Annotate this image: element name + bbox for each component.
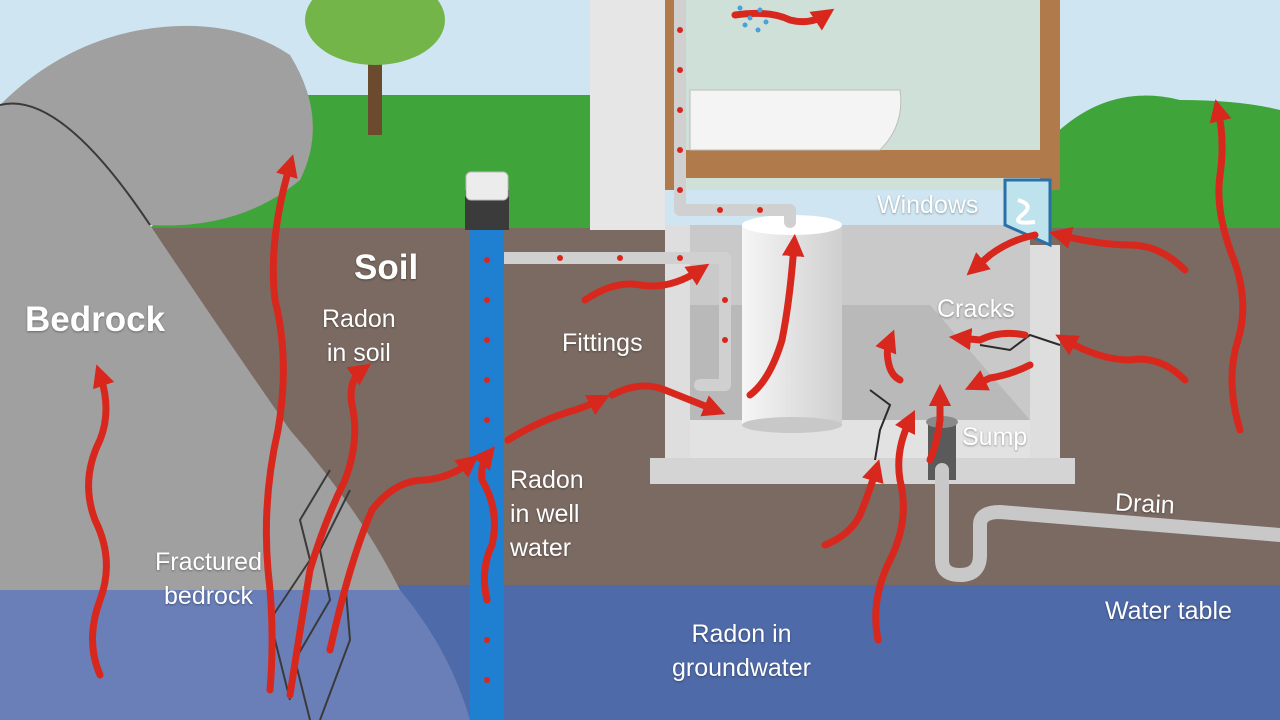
radon-arrow-icon	[821, 459, 884, 549]
label-cracks: Cracks	[937, 295, 1015, 323]
tree-icon	[305, 0, 445, 135]
well-radon-dots	[484, 257, 490, 683]
label-soil: Soil	[354, 248, 419, 287]
label-radon-in-soil: Radon in soil	[322, 305, 396, 367]
label-radon-in-well-water: Radon in well water	[510, 466, 584, 562]
radon-arrow-icon	[875, 329, 904, 384]
cracks	[869, 333, 1061, 461]
label-radon-in-groundwater: Radon in groundwater	[672, 620, 811, 682]
radon-arrow-icon	[872, 409, 916, 644]
radon-arrow-icon	[262, 154, 298, 694]
radon-arrow-icon	[1209, 99, 1247, 434]
label-fittings: Fittings	[562, 329, 643, 357]
radon-arrow-icon	[472, 446, 498, 604]
bedrock-mass	[0, 25, 400, 590]
label-bedrock: Bedrock	[25, 300, 166, 339]
footing	[650, 458, 1075, 484]
radon-arrow-icon	[926, 383, 952, 464]
label-windows: Windows	[877, 191, 979, 219]
radon-arrow-icon	[326, 455, 479, 654]
radon-arrow-icon	[286, 363, 372, 699]
radon-arrow-icon	[731, 8, 835, 31]
radon-arrow-icon	[948, 327, 1029, 351]
bedrock-underwater	[0, 590, 470, 720]
radon-arrow-icon	[504, 394, 611, 444]
radon-arrows	[85, 8, 1247, 699]
label-sump: Sump	[962, 423, 1028, 451]
water-spray	[737, 5, 769, 33]
radon-arrow-icon	[85, 364, 115, 679]
radon-arrow-icon	[581, 263, 710, 304]
drain-pipe-icon	[935, 463, 1280, 582]
radon-arrow-icon	[608, 382, 726, 417]
well-cap-icon	[465, 171, 509, 201]
label-fractured-bedrock: Fractured bedrock	[155, 548, 262, 610]
label-drain: Drain	[1114, 488, 1176, 520]
bathtub-icon	[689, 89, 902, 151]
radon-arrow-icon	[1049, 226, 1189, 274]
grass-right	[1040, 95, 1280, 245]
radon-arrow-icon	[964, 361, 1034, 391]
radon-arrow-icon	[1055, 334, 1189, 384]
plumbing-pipes	[494, 0, 796, 391]
pipe-radon-dots	[557, 27, 763, 343]
radon-arrow-icon	[966, 231, 1039, 276]
label-water-table: Water table	[1105, 597, 1232, 625]
floor-joist	[665, 150, 1050, 178]
radon-arrow-icon	[746, 233, 805, 399]
